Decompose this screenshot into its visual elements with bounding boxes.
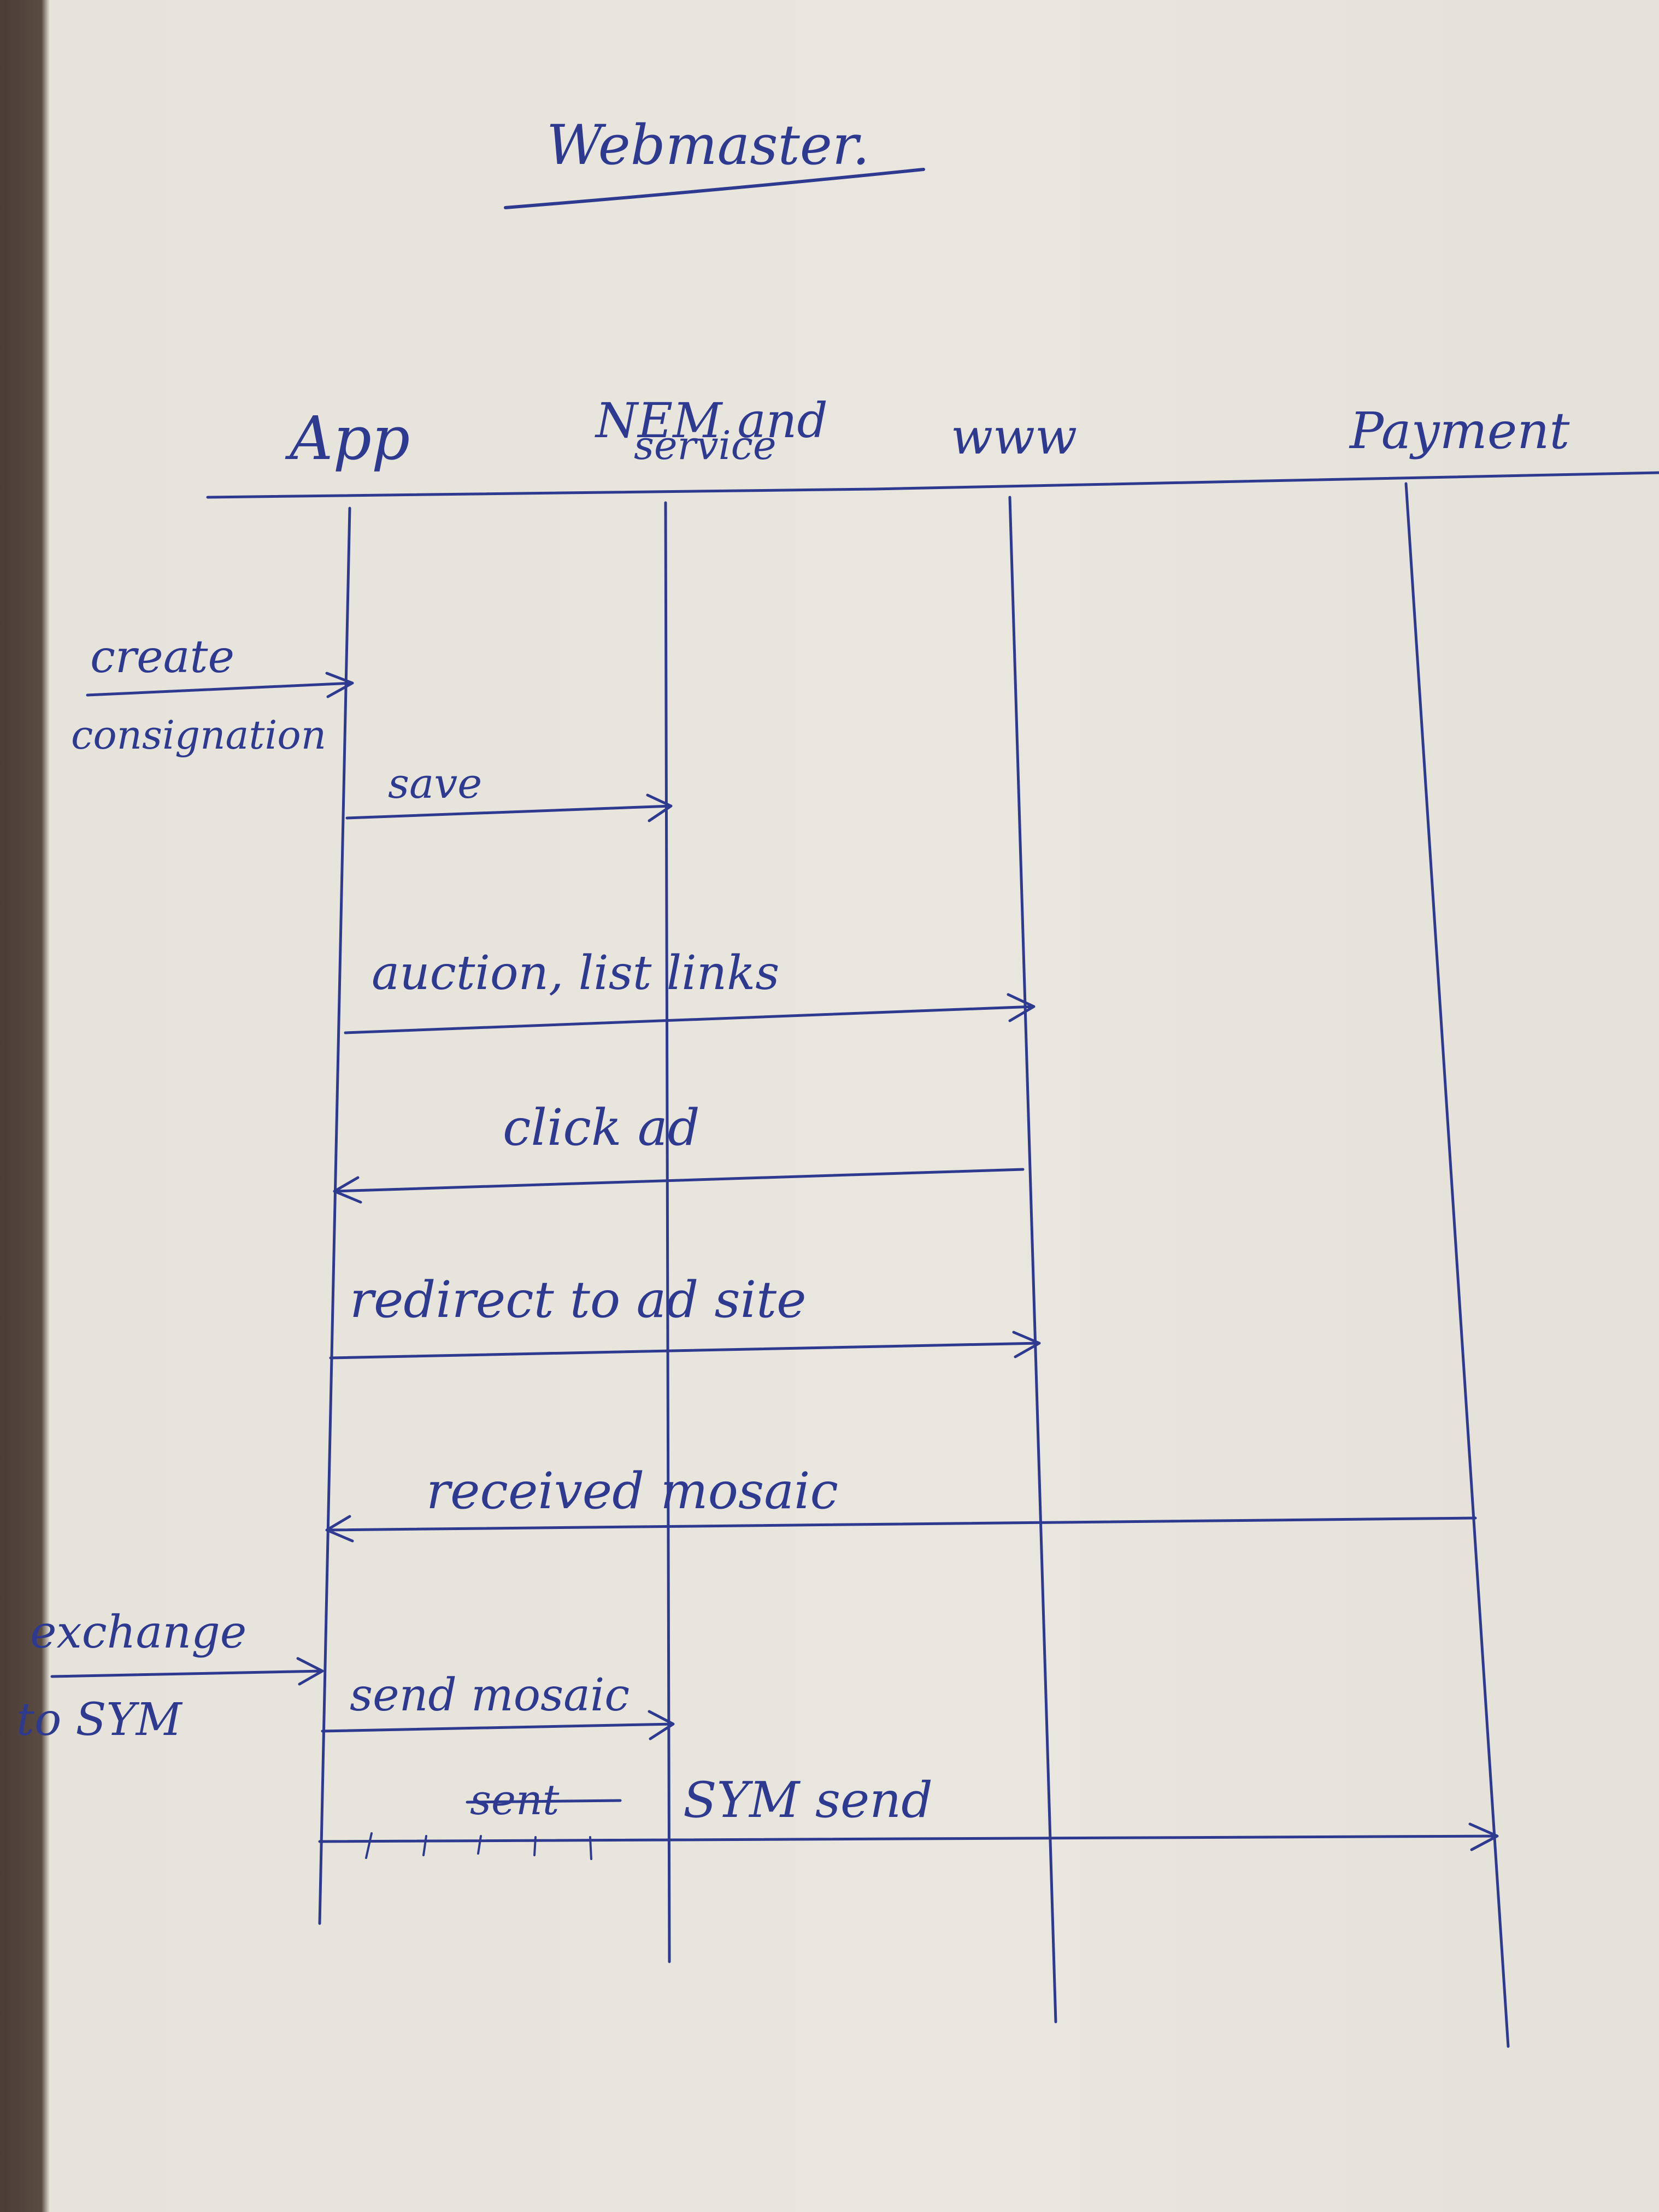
message-create-arrow <box>86 672 354 698</box>
message-sym-send-arrow <box>318 1822 1499 1851</box>
title-underline <box>504 168 925 209</box>
message-exchange-label-line2: to SYM <box>16 1694 183 1746</box>
header-line <box>206 471 1659 499</box>
message-exchange-arrow <box>50 1657 324 1686</box>
lifeline-app <box>318 507 351 1925</box>
message-send-mosaic-arrow <box>321 1710 675 1740</box>
message-received-label: received mosaic <box>426 1462 838 1520</box>
message-click-ad-label: click ad <box>503 1098 700 1157</box>
message-redirect-label: redirect to ad site <box>350 1270 807 1329</box>
lifeline-www <box>1008 496 1057 2023</box>
message-auction-arrow <box>344 993 1036 1034</box>
message-save-arrow <box>345 793 673 822</box>
message-click-ad-arrow <box>333 1168 1025 1204</box>
diagram-title: Webmaster. <box>546 113 870 177</box>
lifeline-nem <box>664 501 671 1963</box>
message-send-mosaic-label: send mosaic <box>350 1669 630 1721</box>
strikethrough-line <box>466 1799 622 1804</box>
participant-app-label: App <box>285 403 410 473</box>
message-save-label: save <box>388 759 482 808</box>
message-auction-label: auction, list links <box>372 946 779 1001</box>
message-redirect-arrow <box>329 1331 1041 1360</box>
tick-marks <box>365 1832 592 1860</box>
participant-www-label: www <box>951 408 1077 466</box>
message-received-arrow <box>325 1515 1477 1543</box>
message-create-label-line2: consignation <box>71 712 326 758</box>
participant-payment-label: Payment <box>1349 402 1570 460</box>
message-create-label: create <box>90 631 234 683</box>
lifeline-payment <box>1404 482 1510 2048</box>
participant-nem-label: NEM and <box>595 392 828 449</box>
participant-nem-label-line2: service <box>634 422 776 468</box>
message-struck-word: sent <box>470 1775 560 1824</box>
message-exchange-label: exchange <box>30 1607 246 1658</box>
message-sym-send-label: SYM send <box>683 1772 933 1829</box>
